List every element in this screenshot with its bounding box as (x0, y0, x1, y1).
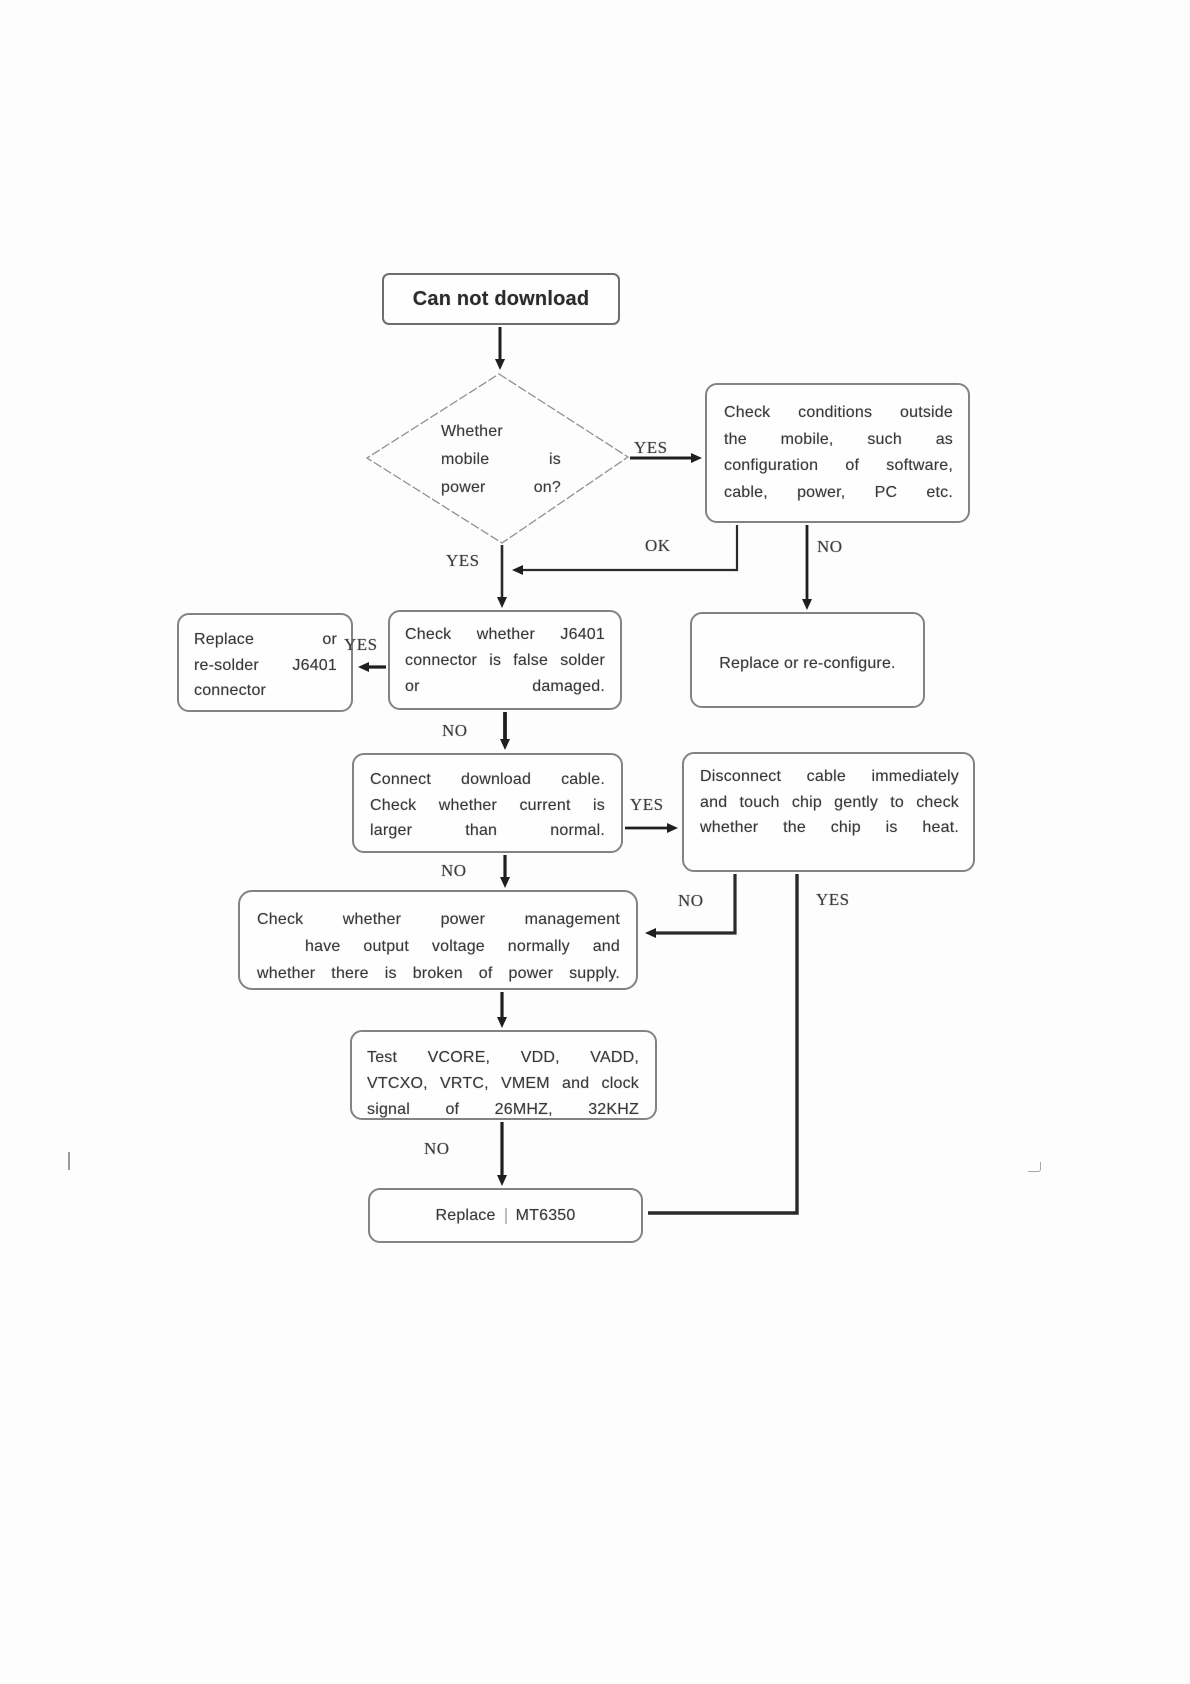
replace-mt6350-label-right: MT6350 (515, 1206, 576, 1224)
edge-disconnect-yes-to-mt6350 (648, 874, 799, 1215)
text-cursor-artifact (68, 1152, 70, 1170)
decision-diamond-shape (365, 373, 630, 544)
return-mark-artifact (1028, 1162, 1041, 1172)
edge-label-no-j6401: NO (442, 721, 468, 740)
edge-label-yes-power-on: YES (634, 438, 668, 457)
edge-label-yes-j6401: YES (344, 635, 378, 654)
edge-label-ok: OK (645, 536, 671, 555)
edge-conditions-ok-to-j6401 (512, 525, 739, 575)
node-replace-reconfigure: Replace or re-configure. (690, 612, 925, 708)
edge-label-yes-power-off: YES (446, 551, 480, 570)
edge-disconnect-no-to-power (645, 874, 737, 938)
edge-label-no-signal: NO (424, 1139, 450, 1158)
replace-mt6350-label-left: Replace (435, 1206, 496, 1224)
node-can-not-download: Can not download (382, 273, 620, 325)
faint-bar-artifact (504, 1207, 507, 1224)
node-test-voltages-clocks: Test VCORE, VDD, VADD,VTCXO, VRTC, VMEM … (350, 1030, 657, 1120)
node-connect-download-cable: Connect download cable.Check whether cur… (352, 753, 623, 853)
edge-label-yes-chip-heat: YES (816, 890, 850, 909)
edge-label-no-current: NO (441, 861, 467, 880)
edge-label-no-conditions: NO (817, 537, 843, 556)
edge-label-no-chip-heat: NO (678, 891, 704, 910)
edge-label-yes-current: YES (630, 795, 664, 814)
node-replace-mt6350: Replace MT6350 (368, 1188, 643, 1243)
